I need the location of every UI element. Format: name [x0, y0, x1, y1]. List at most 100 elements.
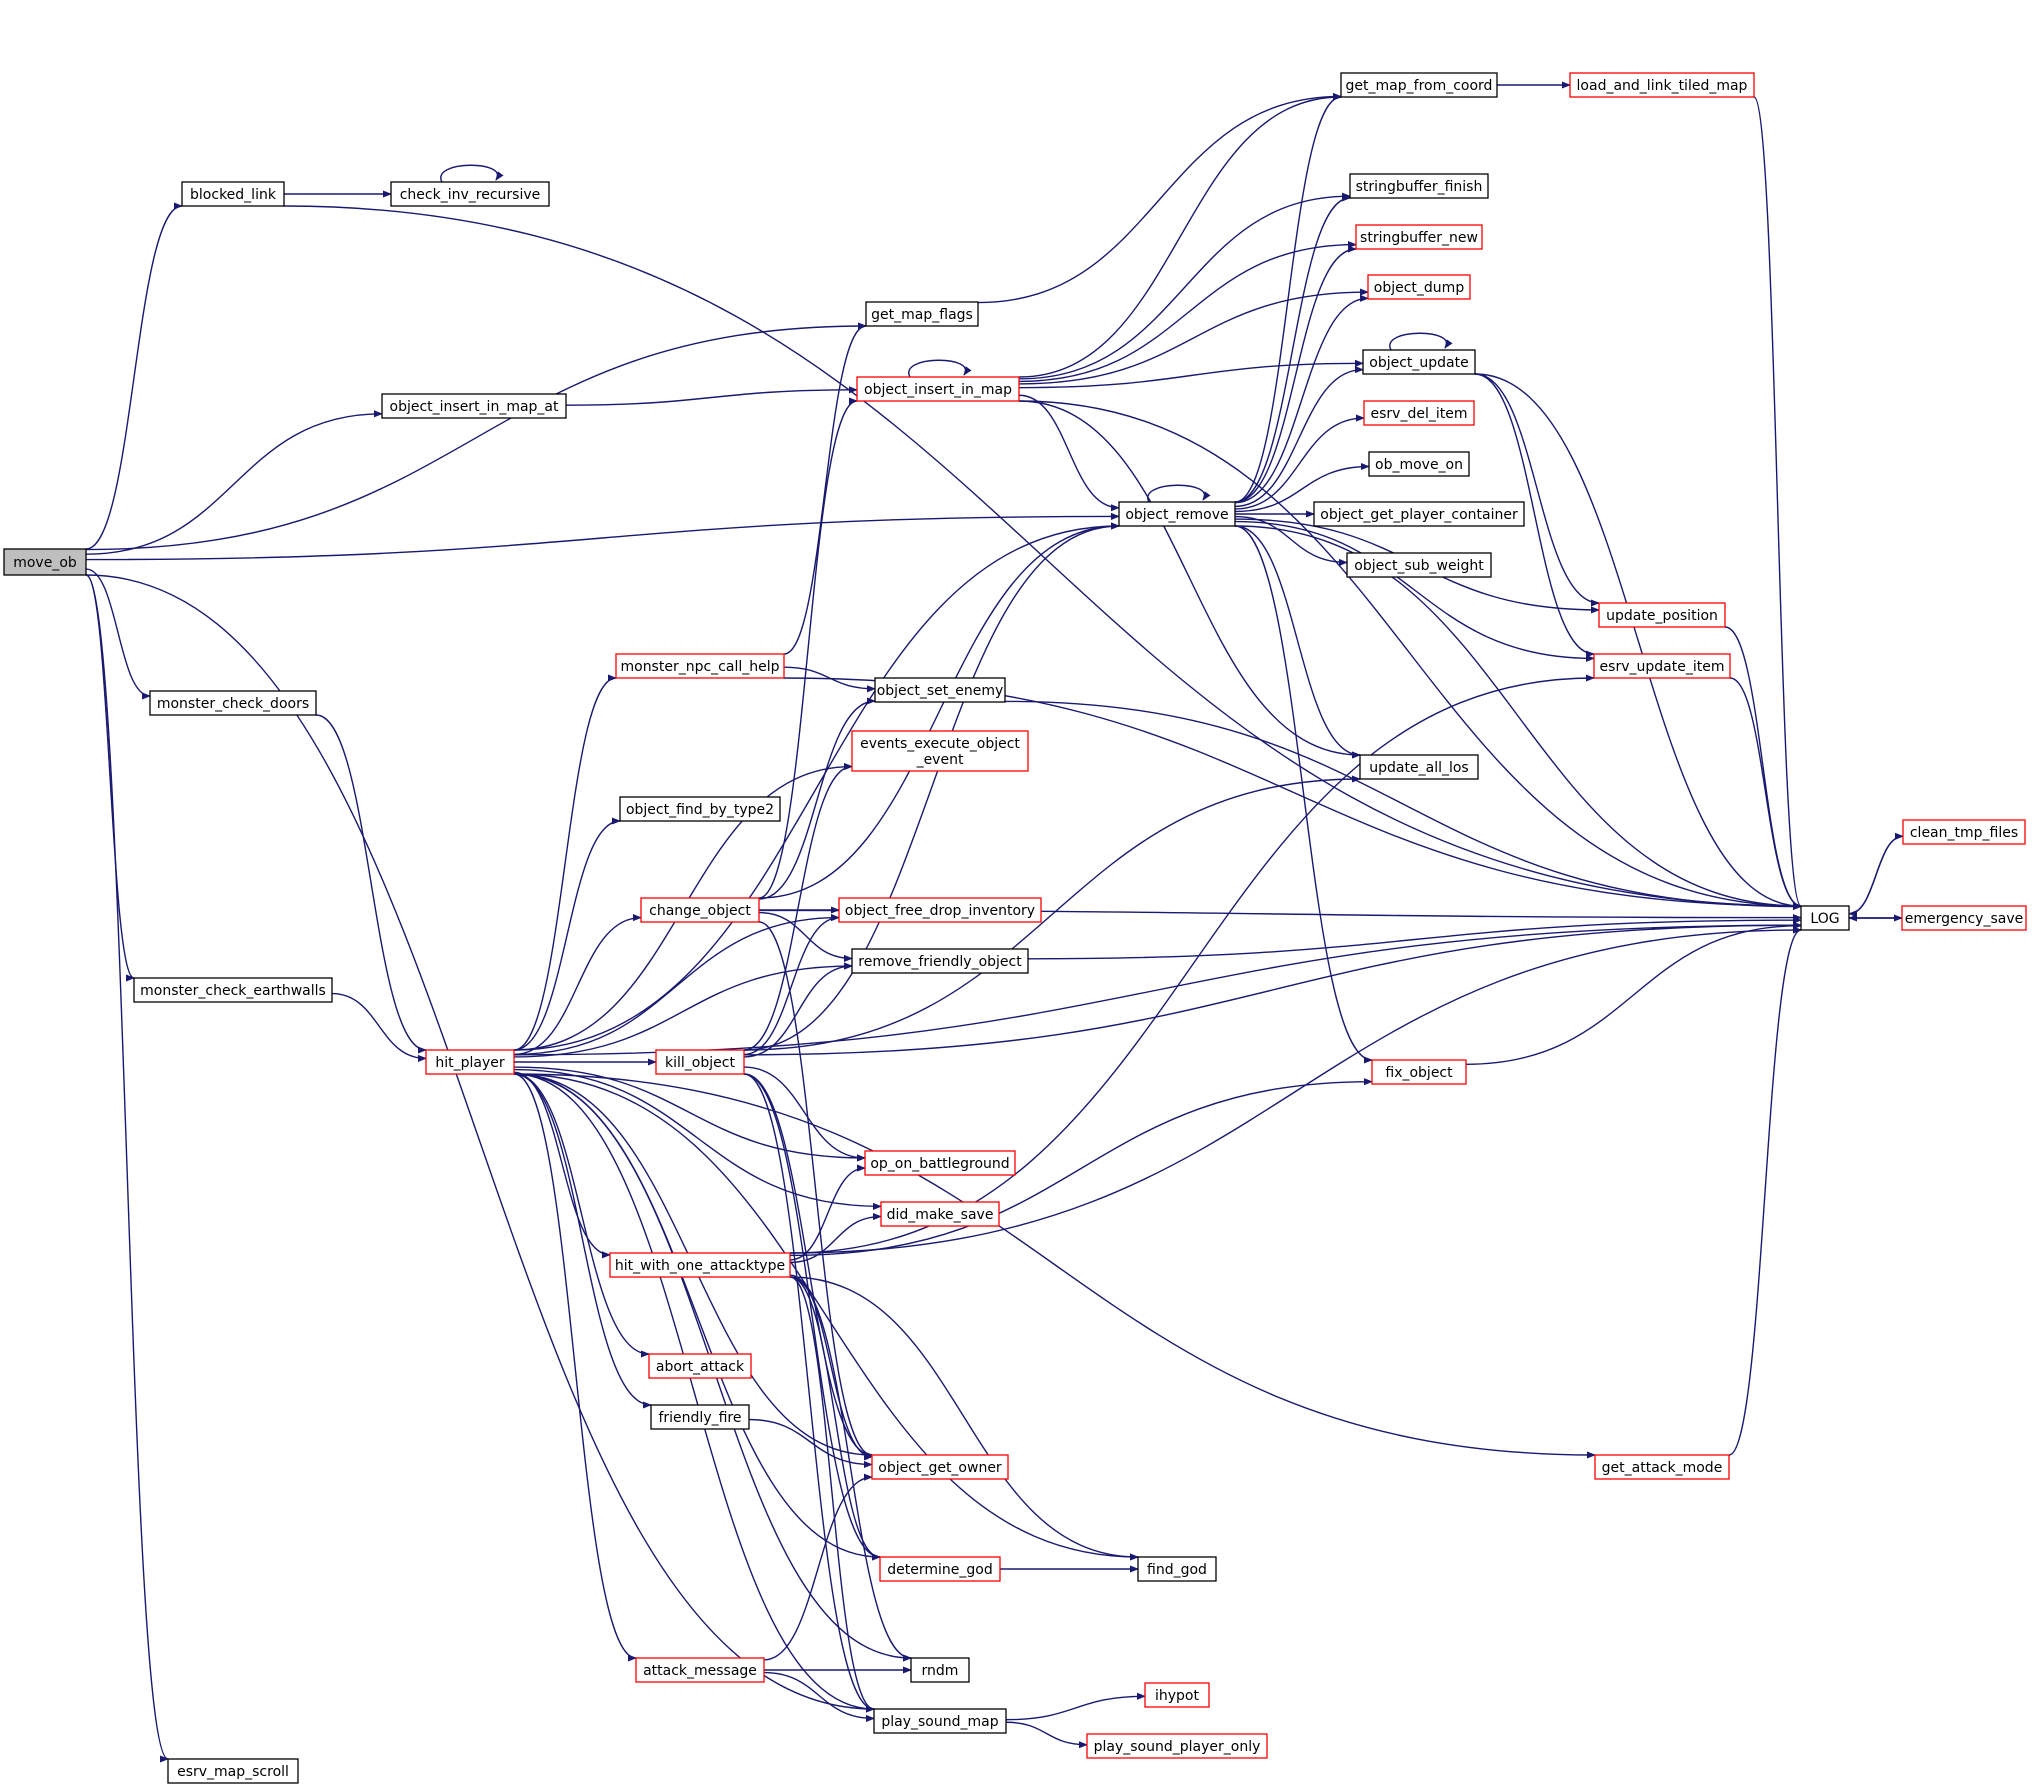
- node-stringbuffer-finish[interactable]: stringbuffer_finish: [1349, 173, 1489, 199]
- node-rndm[interactable]: rndm: [910, 1657, 970, 1683]
- node-label: determine_god: [887, 1562, 992, 1578]
- node-label: object_sub_weight: [1354, 558, 1484, 574]
- node-object-get-owner[interactable]: object_get_owner: [871, 1454, 1009, 1480]
- node-esrv-map-scroll[interactable]: esrv_map_scroll: [167, 1758, 299, 1784]
- edge-object_remove-to-object_update: [1234, 366, 1364, 508]
- node-box: [879, 1556, 1001, 1582]
- node-label: esrv_update_item: [1600, 659, 1725, 675]
- node-label: get_map_from_coord: [1346, 78, 1493, 94]
- edge-object_insert_in_map-to-LOG: [1018, 400, 1802, 910]
- node-fix-object[interactable]: fix_object: [1371, 1059, 1467, 1085]
- edge-kill_object-to-events_execute_object_event: [743, 762, 853, 1051]
- node-monster-npc-call-help[interactable]: monster_npc_call_help: [615, 653, 785, 679]
- node-update-all-los[interactable]: update_all_los: [1359, 754, 1479, 780]
- node-box: [650, 1404, 750, 1430]
- node-attack-message[interactable]: attack_message: [635, 1657, 765, 1683]
- edge-hit_player-to-abort_attack: [513, 1073, 650, 1358]
- node-object-update[interactable]: object_update: [1362, 349, 1476, 375]
- edge-hit_player-to-object_find_by_type2: [513, 817, 621, 1051]
- node-label: hit_player: [435, 1055, 505, 1071]
- node-LOG[interactable]: LOG: [1800, 905, 1850, 931]
- node-events-execute-object-event[interactable]: events_execute_object_event: [851, 730, 1029, 772]
- node-blocked-link[interactable]: blocked_link: [181, 181, 285, 207]
- edge-hit_player-to-friendly_fire: [513, 1073, 652, 1409]
- edge-monster_check_earthwalls-to-hit_player: [331, 992, 427, 1062]
- node-box: [1340, 72, 1498, 98]
- node-box: [635, 1657, 765, 1683]
- node-box: [1368, 451, 1470, 477]
- node-object-get-player-container[interactable]: object_get_player_container: [1313, 501, 1525, 527]
- node-object-remove[interactable]: object_remove: [1118, 501, 1236, 527]
- node-determine-god[interactable]: determine_god: [879, 1556, 1001, 1582]
- node-find-god[interactable]: find_god: [1137, 1556, 1217, 1582]
- node-box: [381, 393, 567, 419]
- edge-hit_player-to-op_on_battleground: [513, 1066, 866, 1162]
- node-object-dump[interactable]: object_dump: [1367, 274, 1471, 300]
- node-box: [1118, 501, 1236, 527]
- node-esrv-del-item[interactable]: esrv_del_item: [1363, 400, 1475, 426]
- edge-hit_player-to-object_free_drop_inventory: [513, 914, 840, 1056]
- edge-update_position-to-LOG: [1724, 626, 1802, 910]
- node-box: [1362, 349, 1476, 375]
- node-remove-friendly-object[interactable]: remove_friendly_object: [851, 948, 1029, 974]
- node-ob-move-on[interactable]: ob_move_on: [1368, 451, 1470, 477]
- node-label: object_insert_in_map_at: [390, 399, 560, 415]
- edge-check_inv_recursive-to-check_inv_recursive: [440, 164, 504, 183]
- node-box: [149, 690, 317, 716]
- node-box: [1593, 653, 1731, 679]
- node-ihypot[interactable]: ihypot: [1144, 1682, 1210, 1708]
- node-emergency-save[interactable]: emergency_save: [1901, 905, 2027, 931]
- node-box: [1313, 501, 1525, 527]
- node-clean-tmp-files[interactable]: clean_tmp_files: [1902, 819, 2026, 845]
- edge-monster_npc_call_help-to-get_map_flags: [783, 322, 867, 655]
- node-did-make-save[interactable]: did_make_save: [880, 1201, 1000, 1227]
- node-stringbuffer-new[interactable]: stringbuffer_new: [1355, 224, 1483, 250]
- node-change-object[interactable]: change_object: [640, 897, 760, 923]
- node-abort-attack[interactable]: abort_attack: [648, 1353, 752, 1379]
- edge-friendly_fire-to-object_get_owner: [748, 1418, 873, 1469]
- node-box: [655, 1049, 745, 1075]
- node-hit-player[interactable]: hit_player: [425, 1049, 515, 1075]
- node-box: [851, 730, 1029, 772]
- node-move-ob[interactable]: move_ob: [3, 548, 87, 576]
- edge-monster_check_doors-to-hit_player: [315, 714, 427, 1054]
- node-play-sound-player-only[interactable]: play_sound_player_only: [1086, 1733, 1268, 1759]
- node-box: [615, 653, 785, 679]
- node-friendly-fire[interactable]: friendly_fire: [650, 1404, 750, 1430]
- edge-hit_with_one_attacktype-to-LOG: [789, 926, 1802, 1254]
- node-box: [1800, 905, 1850, 931]
- node-kill-object[interactable]: kill_object: [655, 1049, 745, 1075]
- node-label: remove_friendly_object: [858, 954, 1022, 970]
- edge-move_ob-to-object_insert_in_map_at: [85, 410, 383, 555]
- edge-object_remove-to-LOG: [1234, 525, 1802, 910]
- node-object-free-drop-inventory[interactable]: object_free_drop_inventory: [838, 897, 1042, 923]
- node-check-inv-recursive[interactable]: check_inv_recursive: [390, 181, 550, 207]
- node-box: [1367, 274, 1471, 300]
- edge-hit_with_one_attacktype-to-play_sound_map: [789, 1276, 875, 1713]
- node-object-set-enemy[interactable]: object_set_enemy: [874, 677, 1006, 703]
- node-label: did_make_save: [887, 1207, 994, 1223]
- node-label: friendly_fire: [658, 1410, 741, 1426]
- node-object-find-by-type2[interactable]: object_find_by_type2: [619, 796, 781, 822]
- edge-attack_message-to-object_get_owner: [763, 1473, 873, 1661]
- node-update-position[interactable]: update_position: [1598, 602, 1726, 628]
- node-object-sub-weight[interactable]: object_sub_weight: [1346, 552, 1492, 578]
- node-object-insert-in-map-at[interactable]: object_insert_in_map_at: [381, 393, 567, 419]
- node-monster-check-doors[interactable]: monster_check_doors: [149, 690, 317, 716]
- node-esrv-update-item[interactable]: esrv_update_item: [1593, 653, 1731, 679]
- node-load-and-link-tiled-map[interactable]: load_and_link_tiled_map: [1569, 72, 1755, 98]
- node-box: [648, 1353, 752, 1379]
- node-monster-check-earthwalls[interactable]: monster_check_earthwalls: [133, 977, 333, 1003]
- edge-object_update-to-esrv_update_item: [1474, 373, 1595, 658]
- node-label: stringbuffer_new: [1360, 230, 1478, 246]
- node-play-sound-map[interactable]: play_sound_map: [873, 1708, 1007, 1734]
- node-op-on-battleground[interactable]: op_on_battleground: [864, 1150, 1016, 1176]
- node-get-attack-mode[interactable]: get_attack_mode: [1594, 1454, 1730, 1480]
- node-object-insert-in-map[interactable]: object_insert_in_map: [856, 376, 1020, 402]
- node-hit-with-one-attacktype[interactable]: hit_with_one_attacktype: [609, 1252, 791, 1278]
- edge-object_remove-to-ob_move_on: [1234, 462, 1370, 513]
- node-get-map-from-coord[interactable]: get_map_from_coord: [1340, 72, 1498, 98]
- edge-play_sound_map-to-ihypot: [1005, 1692, 1146, 1721]
- edge-hit_with_one_attacktype-to-find_god: [789, 1276, 1139, 1561]
- node-get-map-flags[interactable]: get_map_flags: [865, 301, 979, 327]
